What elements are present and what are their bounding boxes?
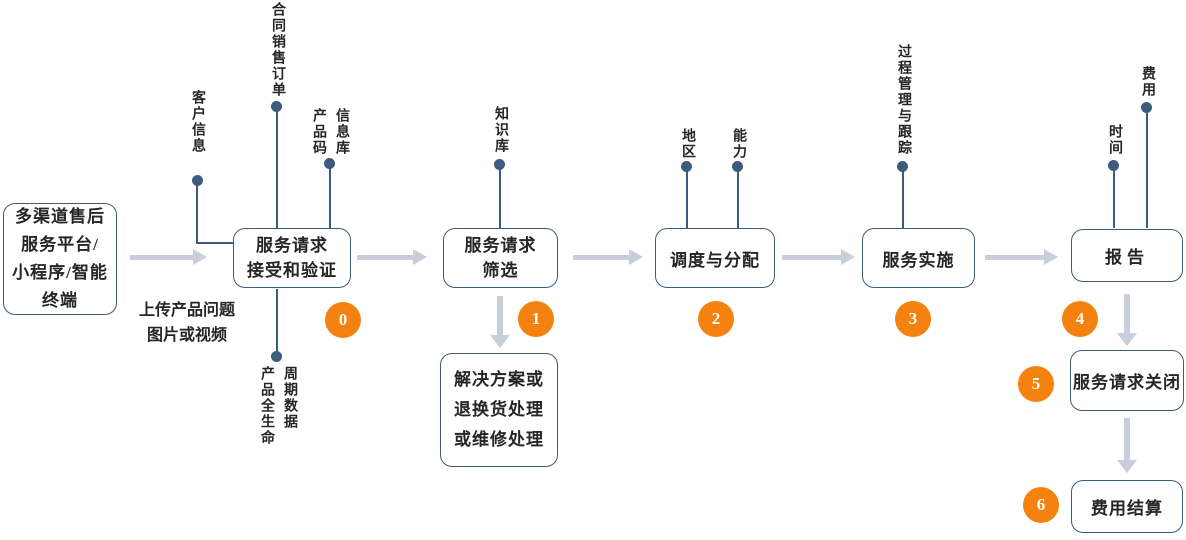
input-label-region: 地区 xyxy=(680,128,695,160)
arrow-head-icon xyxy=(1044,249,1058,265)
arrow-head-icon xyxy=(1117,333,1137,346)
step-box-request-closure: 服务请求关闭 xyxy=(1070,350,1184,411)
arrow-head-icon xyxy=(1117,460,1137,473)
source-platform-box: 多渠道售后 服务平台/ 小程序/智能 终端 xyxy=(3,203,117,315)
step-box-dispatch-allocate-label: 调度与分配 xyxy=(670,250,760,270)
input-label-time: 时间 xyxy=(1107,124,1122,156)
outcome-box-resolution-label: 解决方案或 退换货处理 或维修处理 xyxy=(454,370,544,449)
input-label-capability: 能力 xyxy=(731,128,746,160)
step-badge-5: 5 xyxy=(1018,366,1054,402)
connector-dot-contract-sales-order xyxy=(271,101,282,112)
step-box-accept-verify-label: 服务请求 接受和验证 xyxy=(247,236,337,280)
connector-dot-time xyxy=(1108,160,1119,171)
step-badge-0: 0 xyxy=(325,302,361,338)
connector-line-time xyxy=(1113,170,1115,228)
step-box-accept-verify: 服务请求 接受和验证 xyxy=(233,228,351,288)
flow-arrow-source-to-accept xyxy=(130,249,207,265)
connector-line-customer-info-h xyxy=(196,242,234,244)
step-box-fee-settlement: 费用结算 xyxy=(1071,480,1183,533)
connector-dot-product-lifecycle-data xyxy=(271,351,282,362)
flow-arrow-accept-to-screening xyxy=(357,249,427,265)
input-label-customer-info: 客户信息 xyxy=(190,90,205,154)
step-badge-6: 6 xyxy=(1023,487,1059,523)
connector-line-contract-sales-order xyxy=(276,111,278,228)
flow-arrow-screening-to-dispatch xyxy=(573,249,643,265)
flow-arrow-closure-to-settlement xyxy=(1117,418,1137,473)
connector-dot-cost xyxy=(1141,102,1152,113)
source-platform-label: 多渠道售后 服务平台/ 小程序/智能 终端 xyxy=(12,207,108,310)
input-label-cost: 费用 xyxy=(1140,66,1155,98)
outcome-box-resolution: 解决方案或 退换货处理 或维修处理 xyxy=(440,353,558,467)
arrow-head-icon xyxy=(490,335,510,348)
flow-arrow-implementation-to-report xyxy=(985,249,1058,265)
connector-line-capability xyxy=(737,171,739,228)
step-box-service-implementation: 服务实施 xyxy=(862,228,975,288)
arrow-head-icon xyxy=(629,249,643,265)
step-box-request-closure-label: 服务请求关闭 xyxy=(1073,373,1181,392)
connector-line-region xyxy=(686,171,688,228)
output-label-product-lifecycle-data: 产品全生命周期数据 xyxy=(259,366,297,446)
connector-dot-region xyxy=(681,161,692,172)
connector-line-product-lifecycle-data xyxy=(276,289,278,352)
flow-arrow-screening-to-resolution xyxy=(490,296,510,348)
connector-dot-knowledge-base xyxy=(494,159,505,170)
connector-line-process-management xyxy=(902,171,904,228)
step-badge-3: 3 xyxy=(895,301,931,337)
step-box-fee-settlement-label: 费用结算 xyxy=(1091,499,1163,518)
step-box-report: 报告 xyxy=(1071,229,1183,282)
step-box-report-label: 报告 xyxy=(1105,248,1149,267)
arrow-head-icon xyxy=(193,249,207,265)
connector-dot-product-code-infobase xyxy=(324,158,335,169)
input-label-knowledge-base: 知识库 xyxy=(493,106,508,154)
connector-line-cost xyxy=(1146,112,1148,228)
step-badge-4: 4 xyxy=(1062,301,1098,337)
upload-note: 上传产品问题 图片或视频 xyxy=(138,302,235,344)
step-box-dispatch-allocate: 调度与分配 xyxy=(655,228,775,288)
step-box-service-implementation-label: 服务实施 xyxy=(882,250,955,270)
connector-line-product-code-infobase xyxy=(329,168,331,228)
flow-arrow-dispatch-to-implementation xyxy=(782,249,855,265)
step-box-screening-label: 服务请求 筛选 xyxy=(464,236,537,280)
step-badge-1: 1 xyxy=(518,301,554,337)
connector-dot-capability xyxy=(732,161,743,172)
arrow-head-icon xyxy=(841,249,855,265)
flow-arrow-report-to-closure xyxy=(1117,294,1137,346)
arrow-head-icon xyxy=(413,249,427,265)
connector-line-knowledge-base xyxy=(499,169,501,228)
input-label-product-code-infobase: 产品码信息库 xyxy=(311,108,349,156)
input-label-process-management-tracking: 过程管理与跟踪 xyxy=(896,44,911,156)
step-box-screening: 服务请求 筛选 xyxy=(443,228,558,288)
connector-dot-process-management xyxy=(897,161,908,172)
connector-dot-customer-info xyxy=(192,175,203,186)
input-label-contract-sales-order: 合同销售订单 xyxy=(270,2,285,98)
step-badge-2: 2 xyxy=(698,301,734,337)
connector-line-customer-info-v xyxy=(196,184,198,244)
